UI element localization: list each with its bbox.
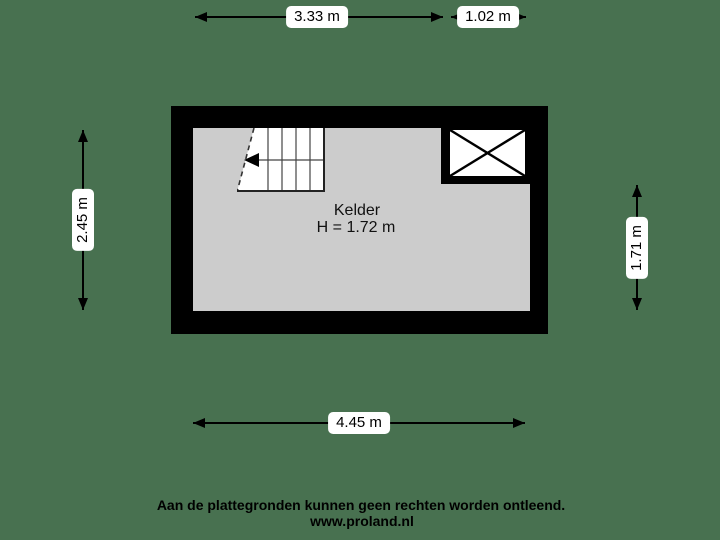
outer-wall — [171, 106, 548, 334]
arrowhead-right-icon — [513, 418, 525, 428]
dimension-label: 1.02 m — [457, 6, 519, 28]
arrowhead-left-icon — [193, 418, 205, 428]
dimension-label: 3.33 m — [286, 6, 348, 28]
shaft-box — [448, 128, 527, 178]
arrowhead-up-icon — [78, 130, 88, 142]
dimension-label: 4.45 m — [328, 412, 390, 434]
arrowhead-right-icon — [431, 12, 443, 22]
stair-direction-arrow-icon — [244, 153, 259, 167]
arrowhead-down-icon — [78, 298, 88, 310]
stair-dashed-edge — [237, 128, 255, 192]
arrowhead-up-icon — [632, 185, 642, 197]
dimension-label: 2.45 m — [72, 189, 94, 251]
dimension-label: 1.71 m — [626, 217, 648, 279]
shaft-cross-icon — [450, 130, 525, 176]
arrowhead-down-icon — [632, 298, 642, 310]
arrowhead-left-icon — [451, 12, 463, 22]
cross-diagonal — [450, 130, 525, 176]
room-name-label: Kelder — [333, 202, 381, 219]
website-text: www.proland.nl — [310, 513, 414, 529]
disclaimer-text: Aan de plattegronden kunnen geen rechten… — [156, 497, 566, 513]
staircase-icon — [237, 128, 325, 192]
arrowhead-left-icon — [195, 12, 207, 22]
arrowhead-right-icon — [514, 12, 526, 22]
room-height-label: H = 1.72 m — [316, 219, 396, 236]
shaft-enclosure-wall — [441, 128, 530, 184]
